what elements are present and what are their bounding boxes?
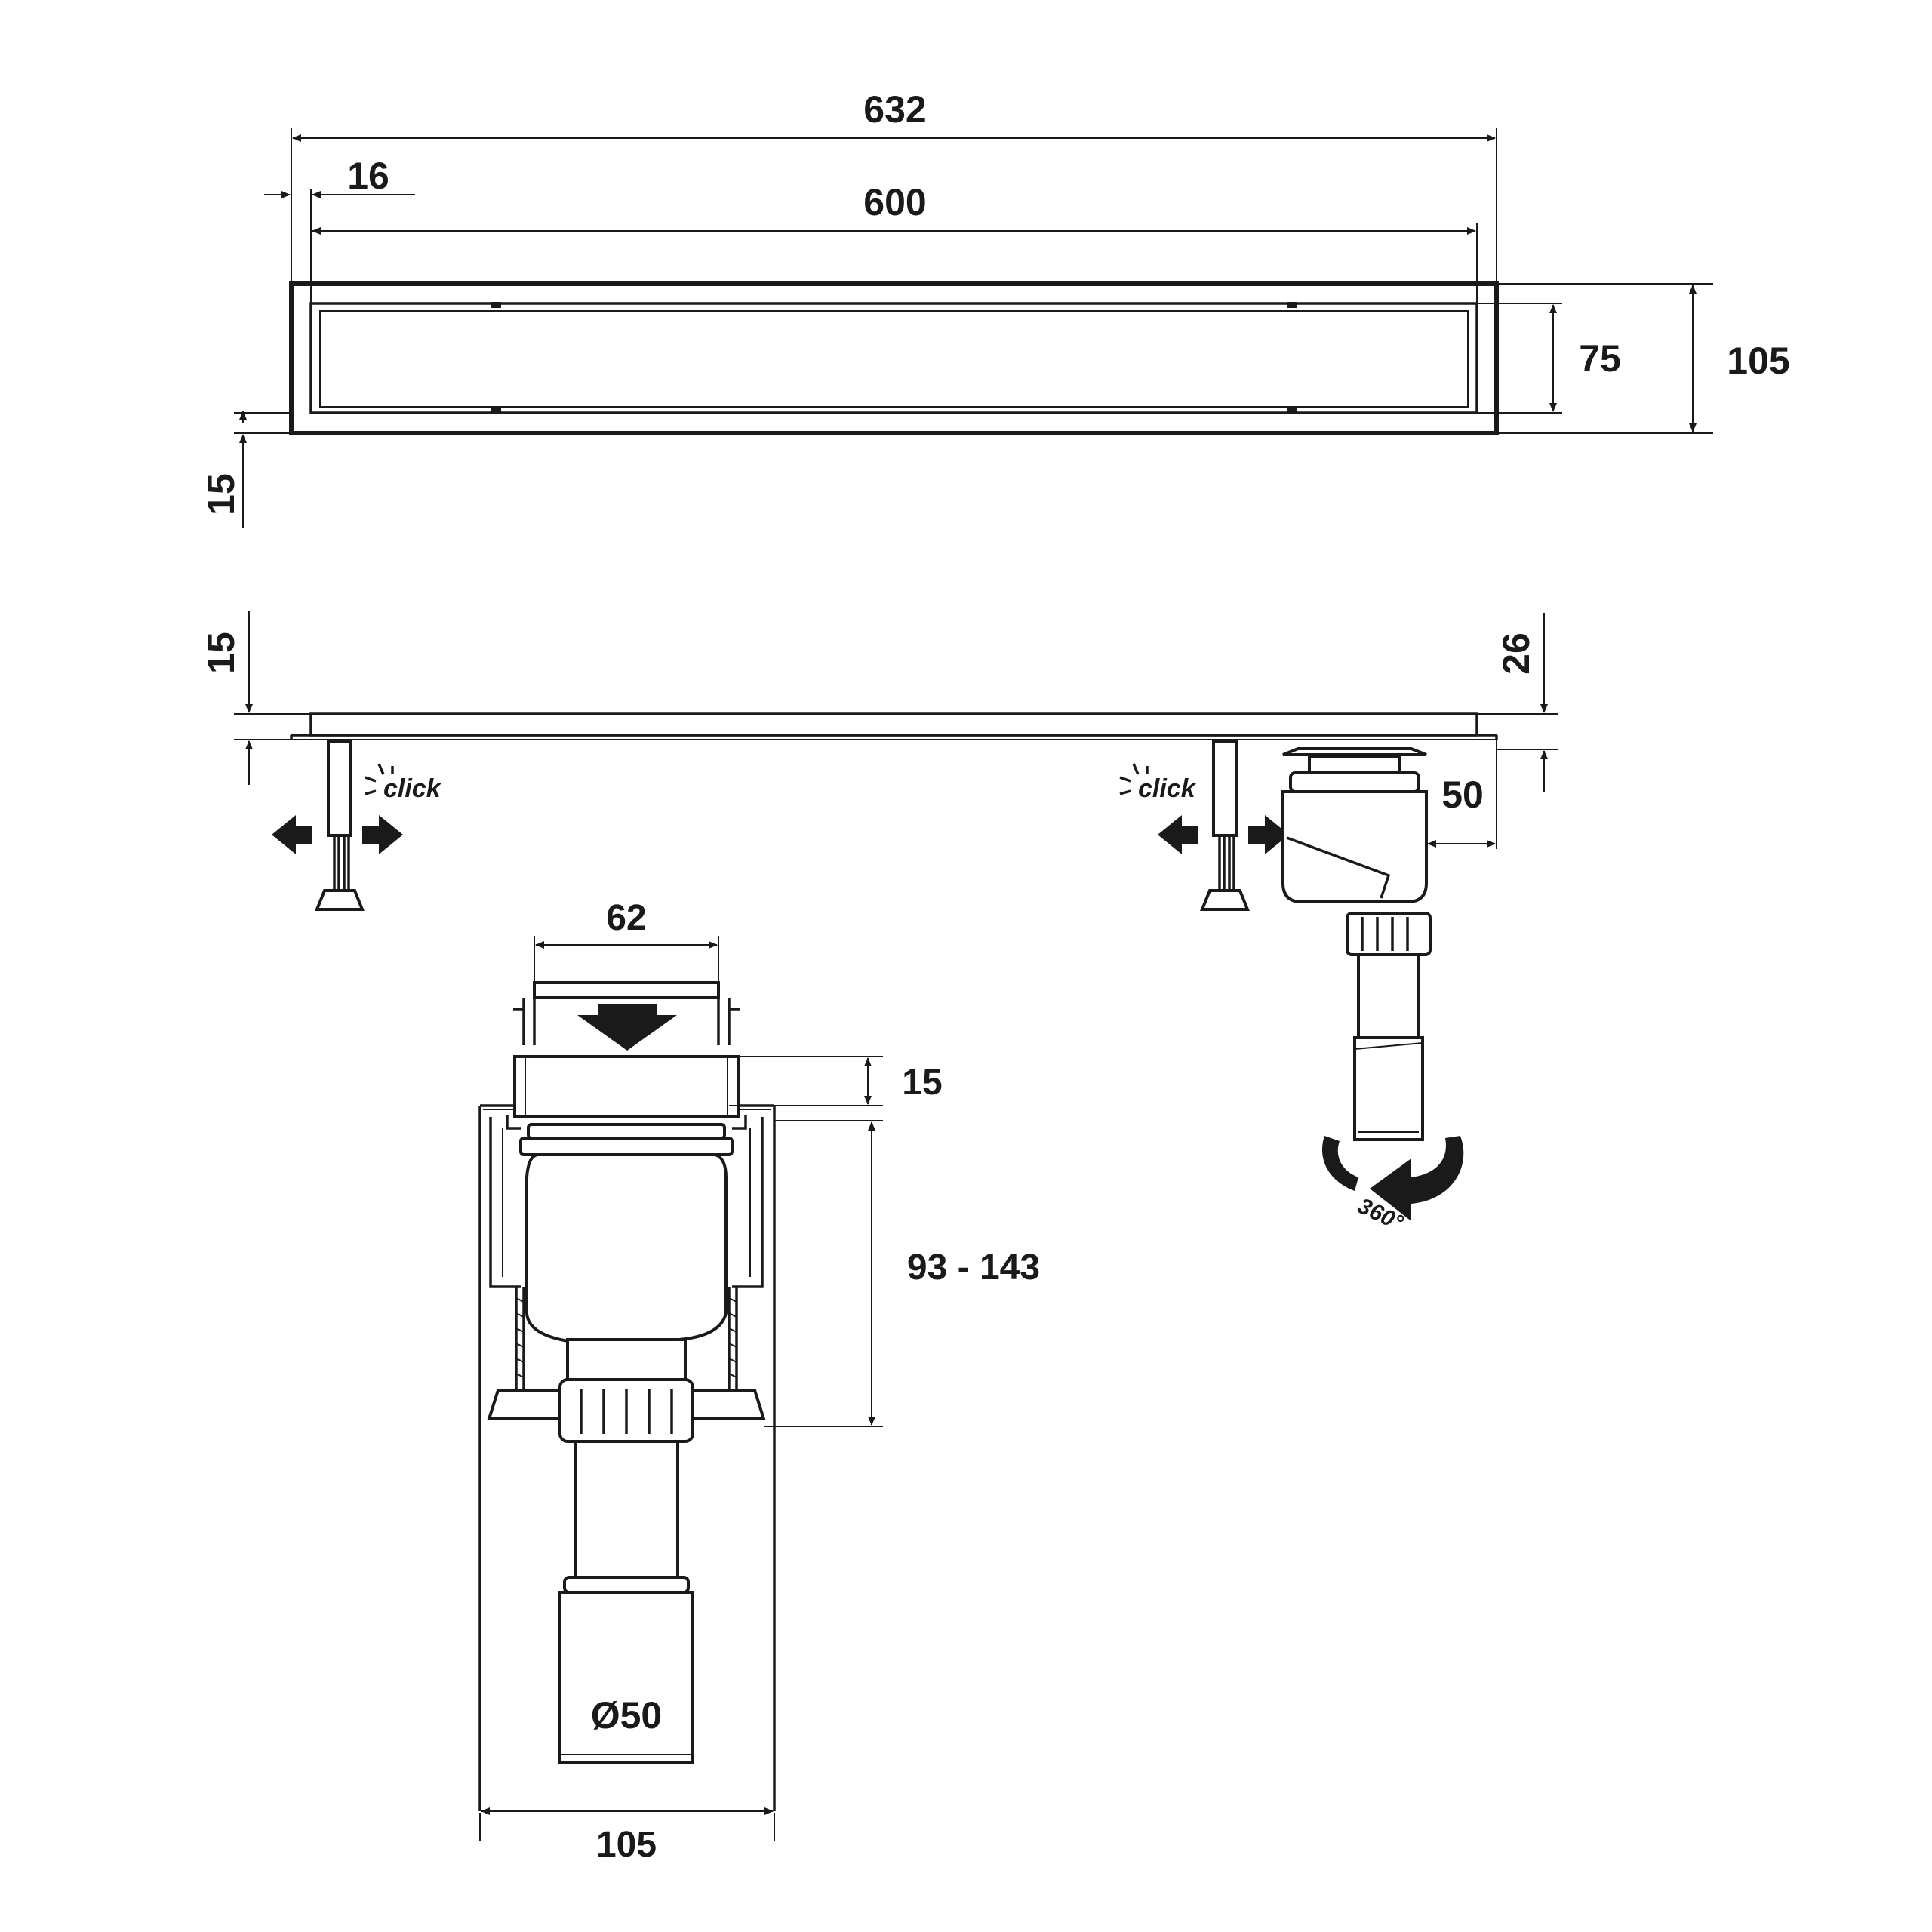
grate-clip <box>1287 302 1297 308</box>
click-spark-icon <box>365 763 394 795</box>
flow-down-arrow-icon <box>577 1004 677 1051</box>
top-view: 632 16 600 75 105 15 <box>200 88 1790 528</box>
dim-frame-border: 15 <box>200 473 242 515</box>
dim-grate-width: 75 <box>1579 337 1621 380</box>
adjustable-foot-left: click <box>272 740 442 911</box>
grate-clip <box>491 302 501 308</box>
grate-inner <box>319 310 1469 408</box>
dim-grate-section-width: 62 <box>606 898 646 938</box>
channel-top <box>309 712 1478 737</box>
trap-body <box>487 1123 766 1764</box>
dim-grate-length: 600 <box>863 181 926 223</box>
section-view: Ø50 62 15 93 - 143 105 <box>478 898 1040 1865</box>
arrow-right-icon <box>362 815 403 854</box>
rotation-arrow-icon <box>1321 1136 1464 1221</box>
adjustable-foot-right: click <box>1119 740 1289 911</box>
dim-outlet-offset: 50 <box>1441 774 1484 816</box>
siphon-outlet <box>1281 747 1432 1141</box>
dim-section-flange-height: 15 <box>902 1063 942 1103</box>
side-view: 15 26 click <box>200 611 1558 1236</box>
dim-overall-length: 632 <box>863 88 926 131</box>
arrow-left-icon <box>272 815 312 854</box>
dim-overall-width: 105 <box>1727 340 1789 382</box>
grate-outer <box>309 302 1478 414</box>
dim-height-range: 93 - 143 <box>907 1247 1040 1287</box>
grate-clip <box>1287 408 1297 414</box>
dim-side-height-right: 26 <box>1495 632 1537 675</box>
click-label-left: click <box>383 774 442 803</box>
grate-clip <box>491 408 501 414</box>
click-label-right: click <box>1138 774 1197 803</box>
dim-flange-offset: 16 <box>347 155 389 197</box>
outer-frame <box>289 281 1499 435</box>
dim-outlet-diameter: Ø50 <box>591 1694 663 1737</box>
dim-side-flange-height: 15 <box>200 632 242 674</box>
arrow-right-icon <box>1248 815 1289 854</box>
dim-section-width: 105 <box>596 1825 657 1865</box>
arrow-left-icon <box>1158 815 1198 854</box>
click-spark-icon <box>1119 763 1149 795</box>
grate-insert <box>513 981 740 1118</box>
